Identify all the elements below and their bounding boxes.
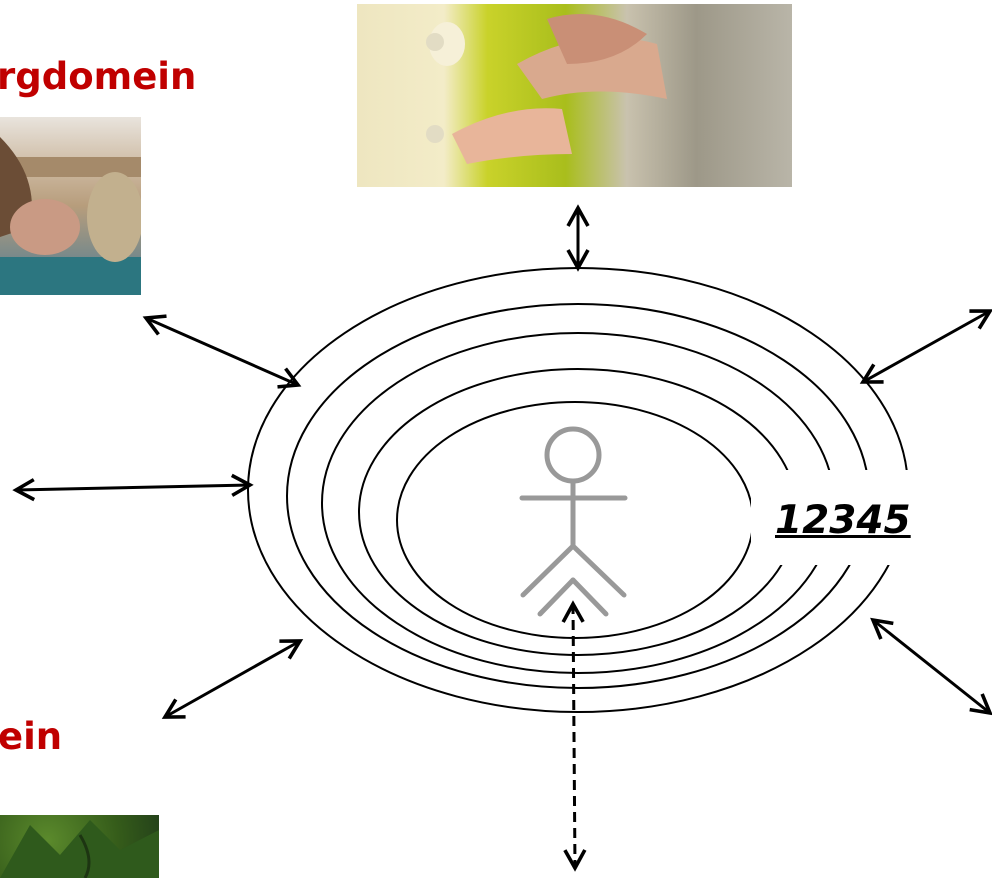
arrow-upper-right — [863, 311, 990, 382]
arrow-bottom-dashed — [573, 604, 575, 868]
arrow-lower-left — [165, 641, 300, 717]
arrow-upper-left — [146, 318, 298, 385]
center-number-label: 12345 — [773, 500, 913, 543]
stick-figure-icon — [522, 429, 625, 614]
arrow-lower-right — [873, 620, 990, 713]
arrow-left — [16, 485, 250, 490]
ring-4 — [359, 369, 797, 655]
